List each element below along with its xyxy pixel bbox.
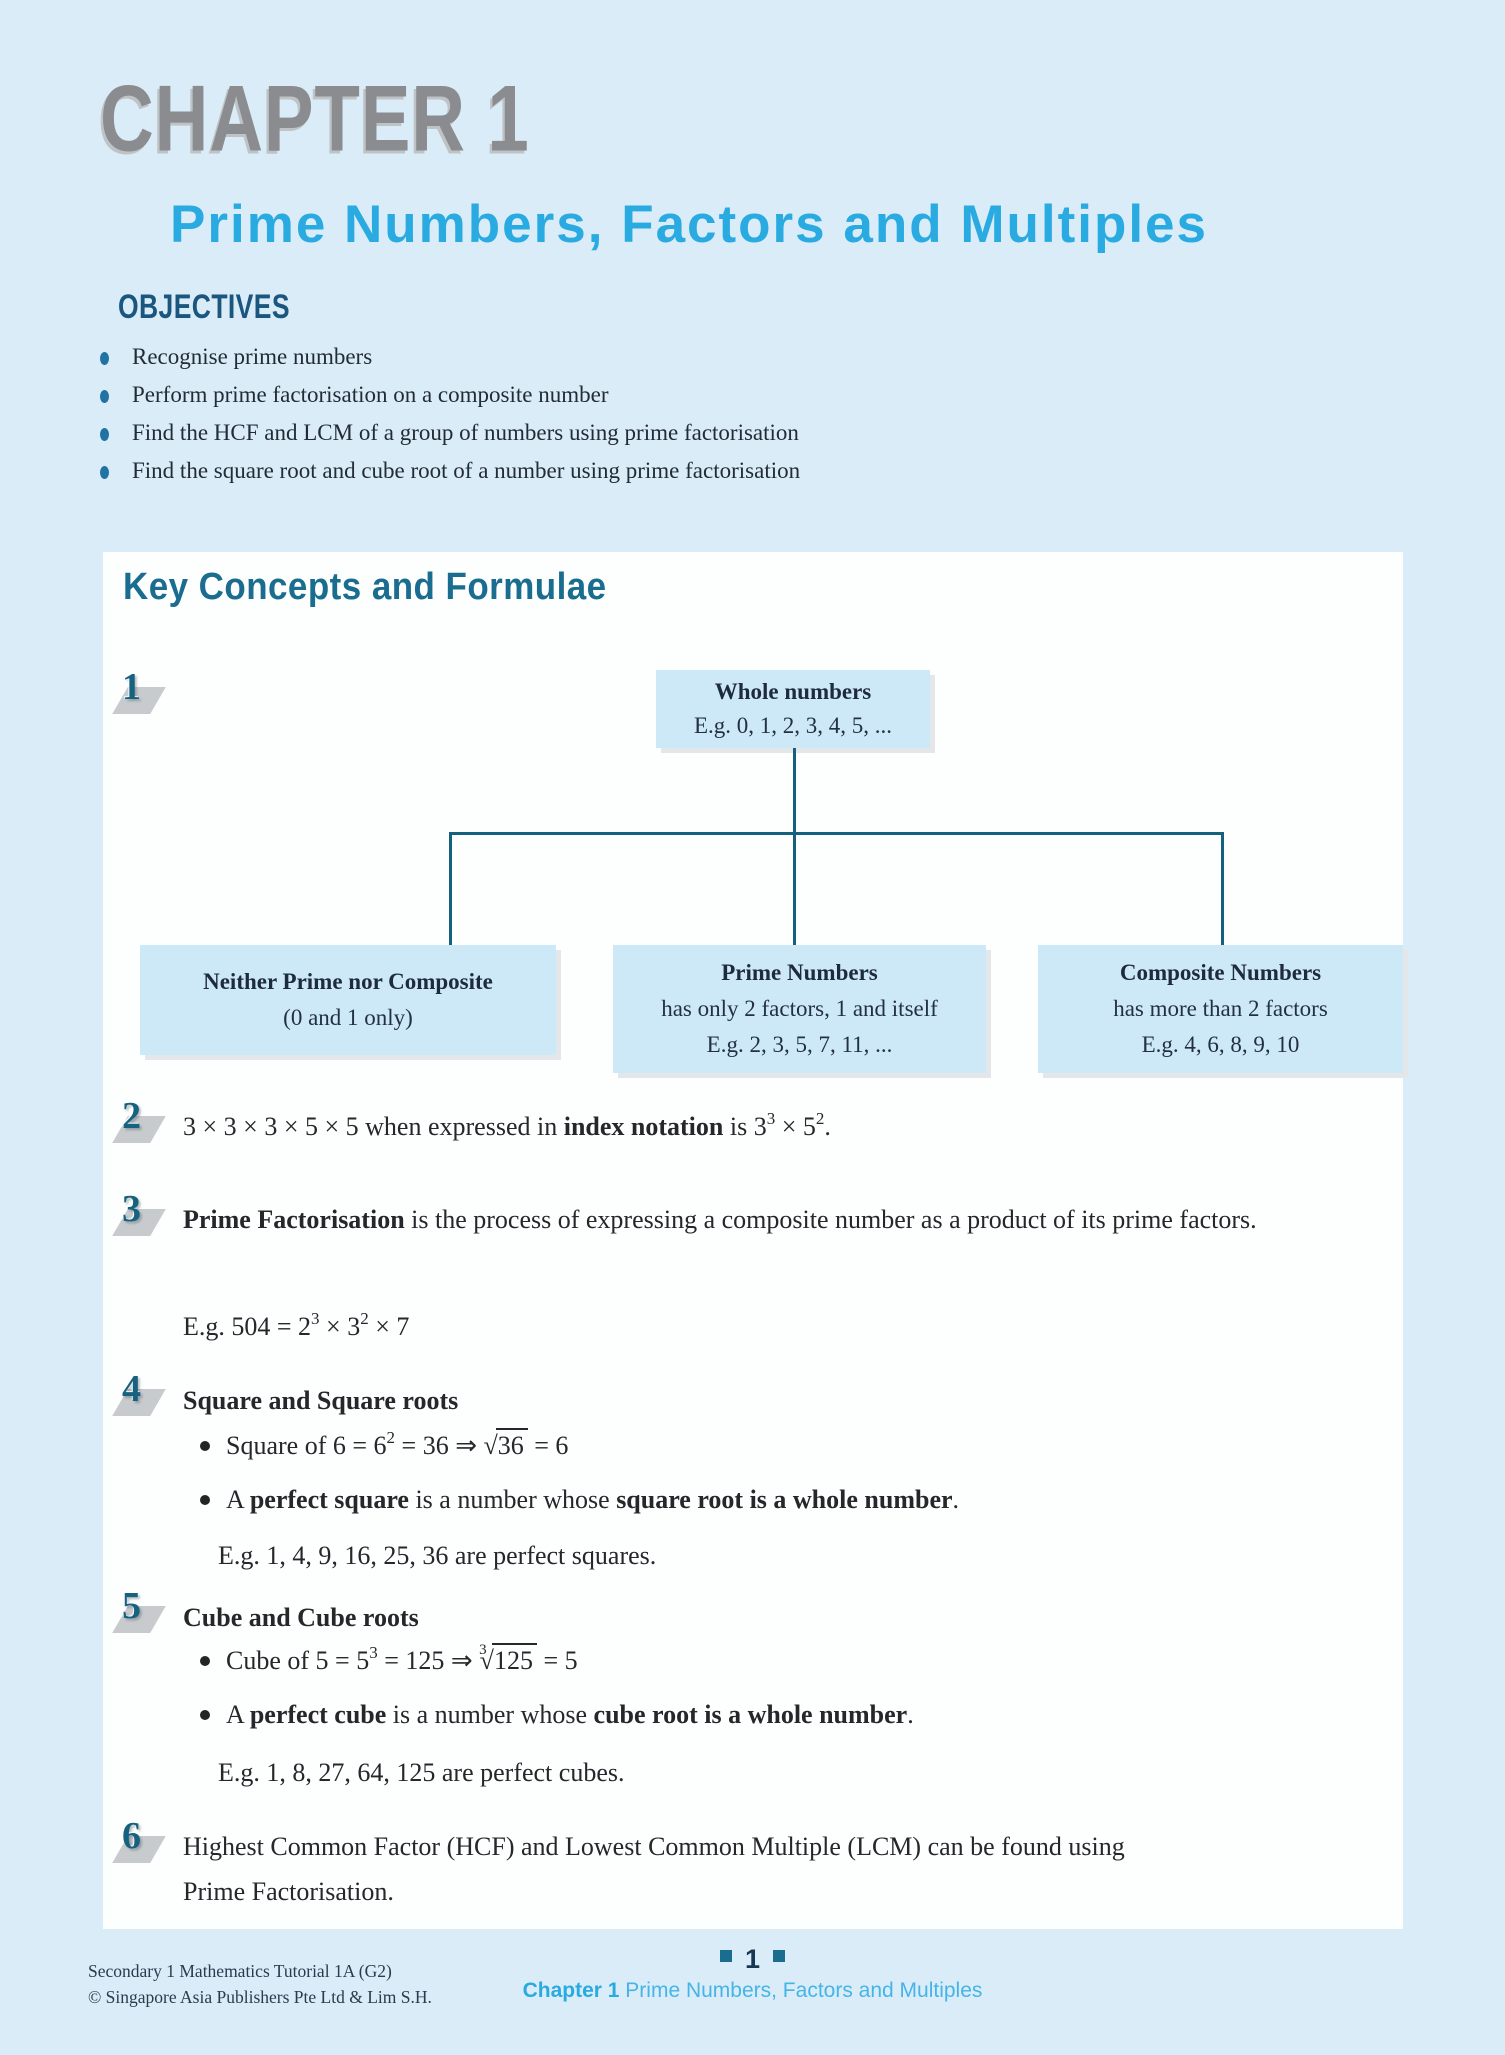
- item-number-3: 3: [111, 1190, 166, 1240]
- objective-text: Find the HCF and LCM of a group of numbe…: [132, 420, 799, 445]
- page-number: 1: [0, 1944, 1505, 1976]
- prime-factorisation-example: E.g. 504 = 23 × 32 × 7: [183, 1309, 410, 1341]
- perfect-square-bullet: A perfect square is a number whose squar…: [200, 1480, 959, 1520]
- flowchart-box-title: Neither Prime nor Composite: [203, 969, 493, 994]
- flowchart-box-title: Composite Numbers: [1119, 960, 1322, 985]
- flowchart-box-line: E.g. 2, 3, 5, 7, 11, ...: [706, 1032, 893, 1057]
- flowchart-box-title: Whole numbers: [714, 679, 872, 704]
- objective-item: Perform prime factorisation on a composi…: [100, 382, 800, 420]
- flowchart-connector: [793, 832, 796, 945]
- perfect-cubes-example: E.g. 1, 8, 27, 64, 125 are perfect cubes…: [218, 1758, 625, 1787]
- item-number-2: 2: [111, 1097, 166, 1147]
- objective-text: Perform prime factorisation on a composi…: [132, 382, 609, 407]
- flowchart-box-prime: Prime Numbers has only 2 factors, 1 and …: [613, 945, 986, 1073]
- objective-item: Recognise prime numbers: [100, 344, 800, 382]
- bullet-icon: [200, 1495, 210, 1505]
- key-concepts-panel: Key Concepts and Formulae 1 Whole number…: [103, 552, 1403, 1929]
- bullet-icon: [100, 352, 109, 365]
- prime-factorisation-definition: Prime Factorisation is the process of ex…: [183, 1205, 1257, 1234]
- flowchart-connector: [793, 748, 796, 832]
- hcf-lcm-statement: Highest Common Factor (HCF) and Lowest C…: [183, 1832, 1125, 1906]
- footer-center: 1 Chapter 1 Prime Numbers, Factors and M…: [0, 1944, 1505, 2003]
- footer-chapter-line: Chapter 1 Prime Numbers, Factors and Mul…: [0, 1979, 1505, 2003]
- objective-item: Find the HCF and LCM of a group of numbe…: [100, 420, 800, 458]
- objective-text: Find the square root and cube root of a …: [132, 458, 801, 483]
- square-ornament-icon: [719, 1950, 732, 1962]
- objectives-list: Recognise prime numbers Perform prime fa…: [100, 344, 800, 496]
- flowchart-connector: [1221, 832, 1224, 945]
- cube-example-bullet: Cube of 5 = 53 = 125 ⇒ 3√125 = 5: [200, 1641, 578, 1681]
- flowchart-box-line: has only 2 factors, 1 and itself: [661, 996, 938, 1021]
- bullet-icon: [100, 428, 109, 441]
- item-number-6: 6: [111, 1817, 166, 1867]
- bullet-icon: [200, 1441, 210, 1451]
- objective-text: Recognise prime numbers: [132, 344, 373, 369]
- item-number-5: 5: [111, 1587, 166, 1637]
- perfect-cube-bullet: A perfect cube is a number whose cube ro…: [200, 1695, 914, 1735]
- flowchart-box-neither: Neither Prime nor Composite (0 and 1 onl…: [140, 945, 556, 1055]
- square-roots-heading: Square and Square roots: [183, 1386, 459, 1415]
- imprint: Secondary 1 Mathematics Tutorial 1A (G2)…: [88, 1958, 432, 2010]
- imprint-line: Secondary 1 Mathematics Tutorial 1A (G2): [88, 1961, 392, 1981]
- chapter-label: CHAPTER 1: [100, 66, 530, 171]
- page-title: Prime Numbers, Factors and Multiples: [170, 195, 1209, 254]
- footer-chapter-title: Prime Numbers, Factors and Multiples: [625, 1979, 983, 2002]
- flowchart-box-title: Prime Numbers: [721, 960, 878, 985]
- objective-item: Find the square root and cube root of a …: [100, 458, 800, 496]
- flowchart-box-composite: Composite Numbers has more than 2 factor…: [1038, 945, 1403, 1073]
- cube-roots-heading: Cube and Cube roots: [183, 1603, 419, 1632]
- objectives-heading: OBJECTIVES: [118, 288, 290, 326]
- perfect-squares-example: E.g. 1, 4, 9, 16, 25, 36 are perfect squ…: [218, 1541, 657, 1570]
- item-number-1: 1: [111, 668, 166, 718]
- flowchart-connector: [449, 832, 1224, 835]
- bullet-icon: [100, 466, 109, 479]
- flowchart-box-line: (0 and 1 only): [283, 1005, 413, 1030]
- item-number-4: 4: [111, 1370, 166, 1420]
- footer-chapter-label: Chapter 1: [522, 1979, 620, 2002]
- flowchart-box-line: E.g. 0, 1, 2, 3, 4, 5, ...: [693, 713, 893, 738]
- flowchart-connector: [449, 832, 452, 945]
- index-notation-statement: 3 × 3 × 3 × 5 × 5 when expressed in inde…: [183, 1109, 831, 1141]
- bullet-icon: [100, 390, 109, 403]
- key-concepts-heading: Key Concepts and Formulae: [123, 566, 607, 608]
- flowchart-root-box: Whole numbers E.g. 0, 1, 2, 3, 4, 5, ...: [656, 670, 930, 748]
- flowchart-box-line: has more than 2 factors: [1113, 996, 1328, 1021]
- flowchart-box-line: E.g. 4, 6, 8, 9, 10: [1141, 1032, 1300, 1057]
- bullet-icon: [200, 1656, 210, 1666]
- bullet-icon: [200, 1710, 210, 1720]
- square-example-bullet: Square of 6 = 62 = 36 ⇒ √36 = 6: [200, 1426, 568, 1466]
- imprint-line: © Singapore Asia Publishers Pte Ltd & Li…: [88, 1987, 432, 2007]
- square-ornament-icon: [773, 1950, 786, 1962]
